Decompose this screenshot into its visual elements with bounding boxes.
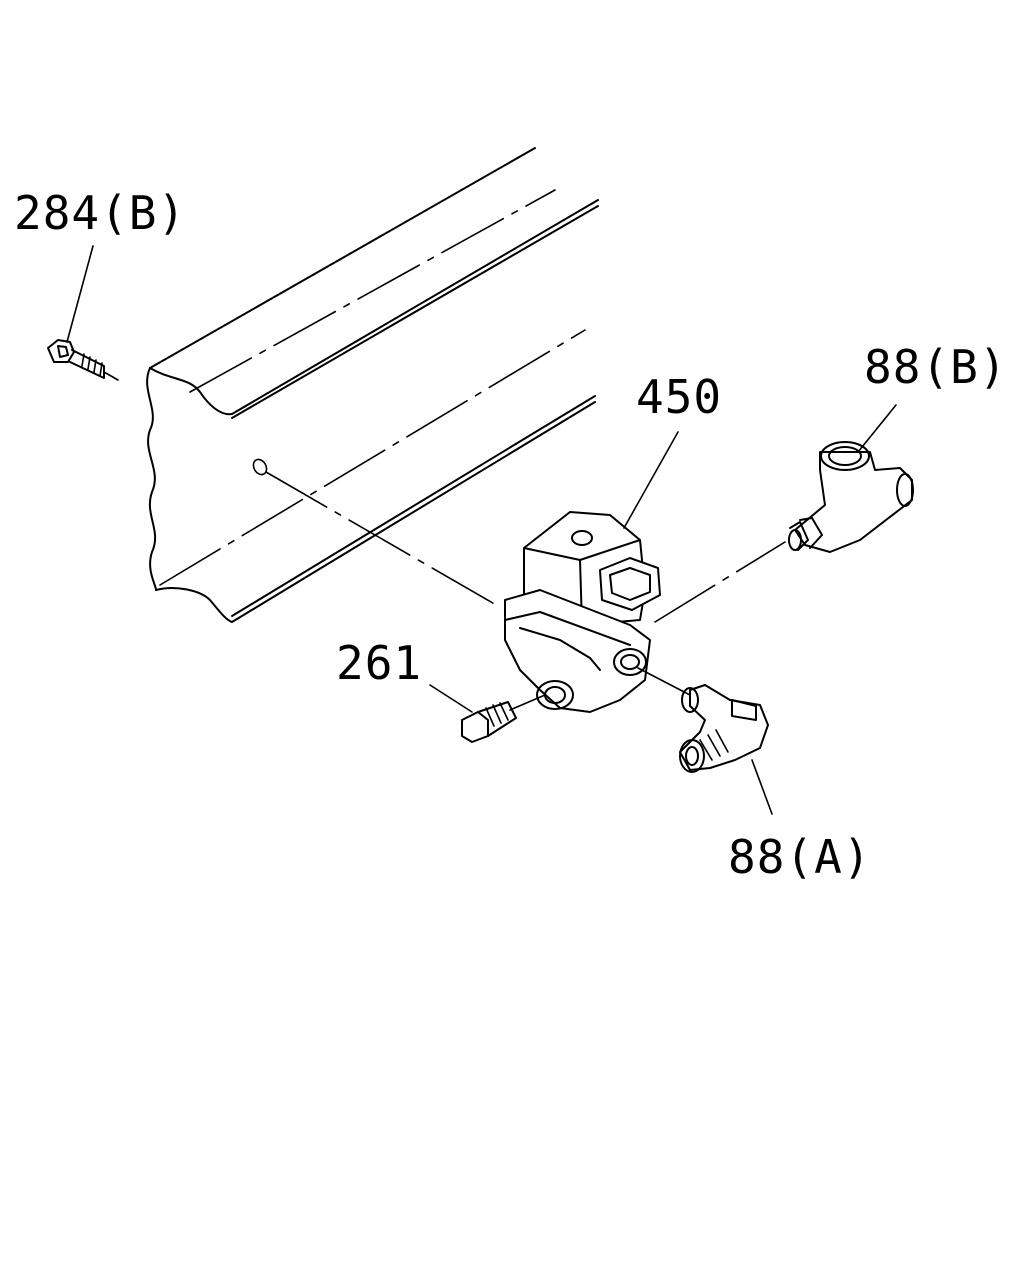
- plug-part: [461, 701, 517, 743]
- callout-plug-label: 261: [336, 636, 423, 690]
- leader-elbow: [751, 759, 773, 815]
- leader-plug: [429, 684, 473, 713]
- bolt-part: [47, 339, 119, 381]
- valve-part: [504, 511, 661, 713]
- tee-fitting-part: [788, 441, 914, 553]
- leader-valve: [623, 431, 679, 529]
- assembly-centerlines: [265, 471, 786, 711]
- leader-lines: [66, 245, 897, 815]
- callout-valve-label: 450: [636, 370, 723, 424]
- callout-elbow-label: 88(A): [728, 830, 872, 884]
- callout-tee-label: 88(B): [864, 340, 1008, 394]
- frame-rail: [146, 147, 599, 623]
- elbow-fitting-part: [679, 684, 769, 773]
- leader-tee: [857, 404, 897, 453]
- callout-bolt-label: 284(B): [14, 186, 187, 240]
- leader-bolt: [66, 245, 94, 343]
